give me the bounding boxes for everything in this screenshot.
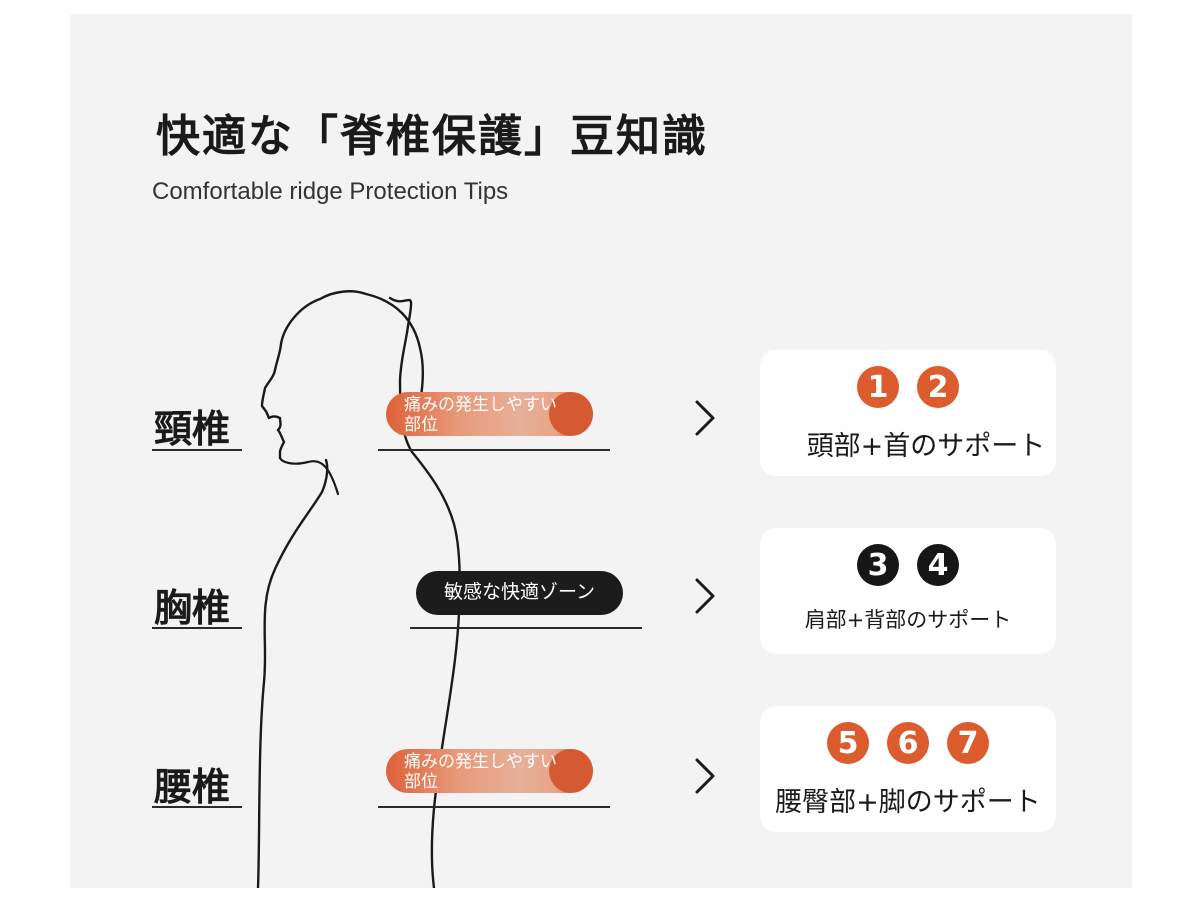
page-title: 快適な「脊椎保護」豆知識 (156, 111, 708, 162)
region-label-cervical: 頸椎 (154, 407, 231, 451)
support-label: 頭部+首のサポート (806, 431, 1046, 462)
underline (378, 449, 610, 451)
support-card-head-neck: 1 2 頭部+首のサポート (760, 350, 1056, 476)
comfort-tag-thoracic: 敏感な快適ゾーン (416, 571, 623, 615)
underline (152, 449, 242, 451)
tag-text: 痛みの発生しやすい部位 (404, 395, 557, 435)
number-badge: 3 (857, 544, 899, 586)
tag-knob (549, 392, 593, 436)
support-card-shoulder-back: 3 4 肩部+背部のサポート (760, 528, 1056, 654)
human-silhouette-icon (256, 290, 461, 888)
underline (152, 627, 242, 629)
infographic-panel: 快適な「脊椎保護」豆知識 Comfortable ridge Protectio… (70, 14, 1132, 888)
underline (378, 806, 610, 808)
tag-text: 痛みの発生しやすい部位 (404, 752, 557, 792)
region-label-thoracic: 胸椎 (154, 586, 231, 630)
page-subtitle: Comfortable ridge Protection Tips (152, 178, 509, 205)
number-badge: 5 (827, 722, 869, 764)
support-card-waist-legs: 5 6 7 腰臀部+脚のサポート (760, 706, 1056, 832)
support-label: 腰臀部+脚のサポート (775, 787, 1041, 818)
number-badges: 3 4 (760, 544, 1056, 586)
region-label-lumbar: 腰椎 (154, 765, 231, 809)
number-badge: 7 (947, 722, 989, 764)
number-badge: 4 (917, 544, 959, 586)
number-badge: 1 (857, 366, 899, 408)
support-label: 肩部+背部のサポート (804, 608, 1012, 632)
number-badges: 1 2 (760, 366, 1056, 408)
number-badge: 2 (917, 366, 959, 408)
tag-text: 敏感な快適ゾーン (443, 581, 596, 603)
chevron-right-icon (695, 758, 715, 794)
underline (410, 627, 642, 629)
number-badges: 5 6 7 (760, 722, 1056, 764)
underline (152, 806, 242, 808)
chevron-right-icon (695, 578, 715, 614)
pain-tag-cervical: 痛みの発生しやすい部位 (386, 392, 593, 436)
number-badge: 6 (887, 722, 929, 764)
chevron-right-icon (695, 400, 715, 436)
pain-tag-lumbar: 痛みの発生しやすい部位 (386, 749, 593, 793)
tag-knob (549, 749, 593, 793)
